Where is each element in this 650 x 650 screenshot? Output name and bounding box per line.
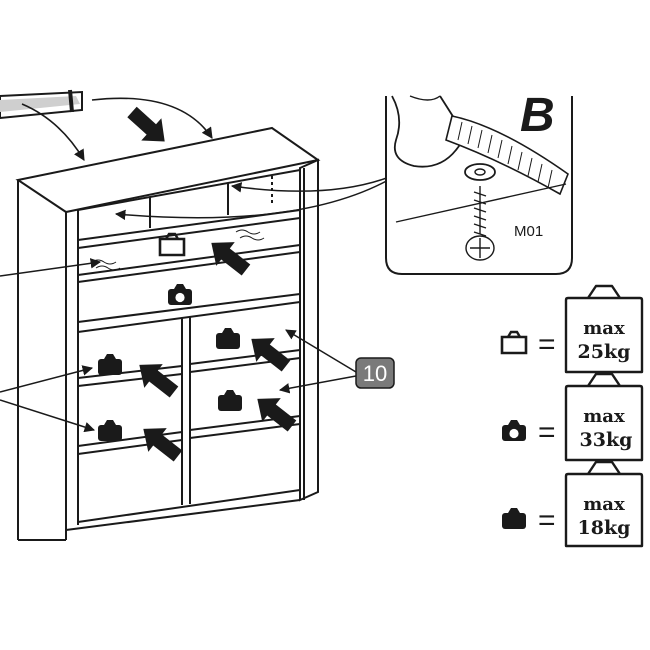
outline-weight-icon (500, 330, 528, 355)
solid-weight-icon (216, 328, 240, 349)
shelf-insert-arrow (134, 417, 188, 468)
max-load-value: 18kg (578, 517, 631, 539)
solid-weight-icon (218, 390, 242, 411)
inset-letter: B (520, 89, 555, 142)
equals-sign: = (538, 328, 556, 361)
solid-weight-icon (502, 508, 526, 529)
weight-badge (564, 284, 644, 374)
max-label: max (583, 494, 625, 515)
part-code-label: M01 (514, 223, 543, 240)
comb-tool (445, 115, 569, 196)
placement-arc-left (21, 103, 85, 161)
legend-row: = max 25kg (500, 284, 644, 374)
downward-arrow (121, 100, 175, 153)
max-label: max (583, 406, 625, 427)
filled-weight-with-hole-icon (502, 420, 526, 441)
screw-icon (465, 186, 495, 261)
weight-badge (564, 372, 644, 462)
detail-inset: M01 B (385, 89, 573, 275)
placement-arc-right (91, 97, 213, 139)
inset-arc-2 (230, 175, 393, 193)
equals-sign: = (538, 504, 556, 537)
top-panel-piece (0, 89, 83, 120)
solid-weight-icon (98, 420, 122, 441)
callout-number: 10 (363, 361, 387, 386)
max-load-value: 33kg (580, 429, 633, 451)
max-label: max (583, 318, 625, 339)
filled-weight-with-hole-icon (168, 284, 192, 305)
callout-pointer-lines (278, 329, 357, 394)
pointer-lines-left (0, 258, 102, 433)
equals-sign: = (538, 416, 556, 449)
inset-arc-1 (114, 177, 393, 221)
max-load-value: 25kg (578, 341, 631, 363)
weight-badge (564, 460, 644, 548)
solid-weight-icon (98, 354, 122, 375)
load-legend: = max 25kg = max 33kg = max 18kg (500, 284, 644, 548)
callout-badge: 10 (355, 357, 395, 389)
legend-row: = max 33kg (502, 372, 644, 462)
legend-row: = max 18kg (502, 460, 644, 548)
